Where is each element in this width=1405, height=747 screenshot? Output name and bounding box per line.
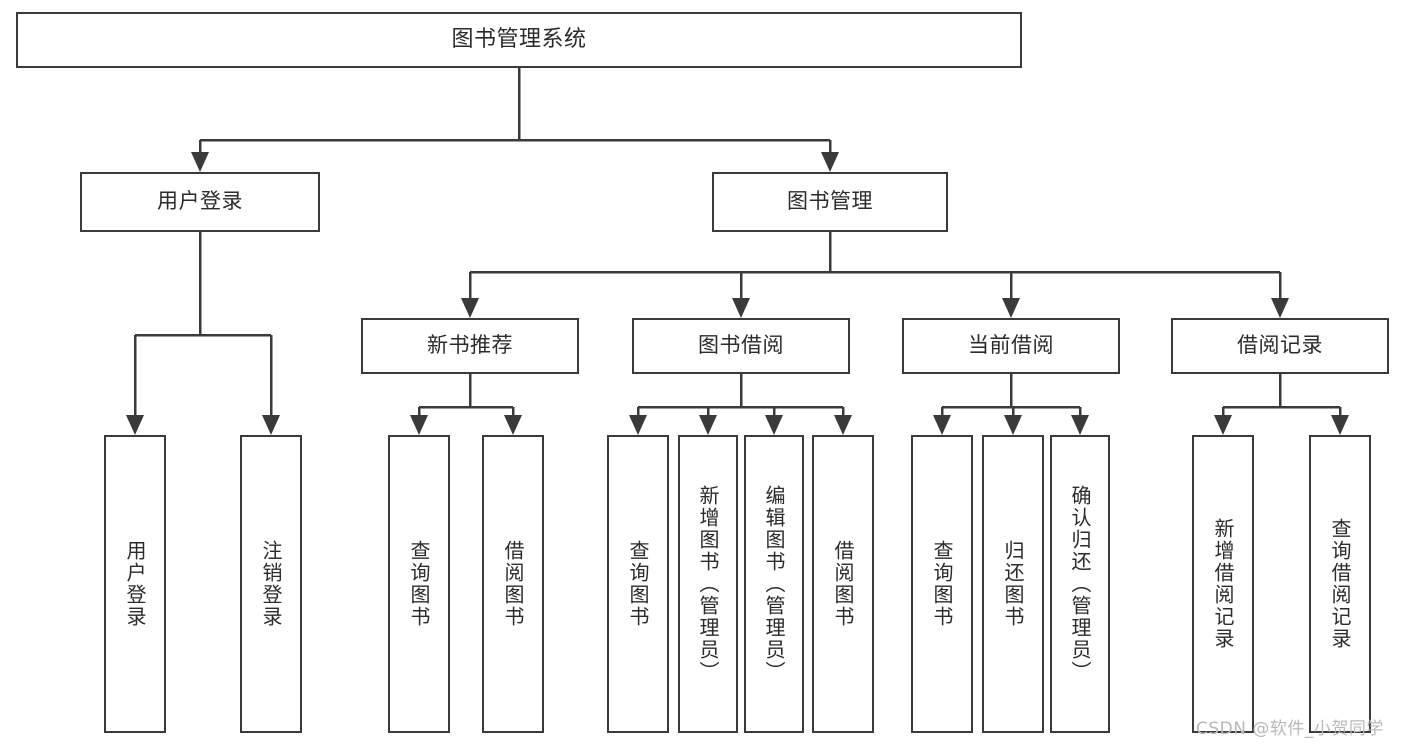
node-leaf3[interactable]: 查询图书 (388, 435, 450, 733)
node-leaf13[interactable]: 查询借阅记录 (1309, 435, 1371, 733)
node-label: 用户登录 (123, 540, 147, 628)
node-leaf2[interactable]: 注销登录 (240, 435, 302, 733)
node-label: 借阅记录 (1237, 333, 1323, 358)
node-label: 图书借阅 (698, 333, 784, 358)
node-leaf4[interactable]: 借阅图书 (482, 435, 544, 733)
node-label: 借阅图书 (831, 540, 855, 628)
node-label: 查询图书 (930, 540, 954, 628)
node-label: 当前借阅 (968, 333, 1054, 358)
node-leaf5[interactable]: 查询图书 (607, 435, 669, 733)
node-current[interactable]: 当前借阅 (902, 318, 1120, 374)
node-label: 图书管理 (787, 189, 873, 214)
node-leaf10[interactable]: 归还图书 (982, 435, 1044, 733)
node-leaf7[interactable]: 编辑图书（管理员） (744, 435, 804, 733)
node-leaf9[interactable]: 查询图书 (911, 435, 973, 733)
node-login[interactable]: 用户登录 (80, 172, 320, 232)
node-label: 新增图书（管理员） (696, 485, 720, 683)
node-bookmgmt[interactable]: 图书管理 (712, 172, 948, 232)
node-label: 确认归还（管理员） (1068, 485, 1092, 683)
node-label: 编辑图书（管理员） (762, 485, 786, 683)
node-label: 新增借阅记录 (1211, 518, 1235, 650)
node-borrow[interactable]: 图书借阅 (632, 318, 850, 374)
node-root[interactable]: 图书管理系统 (16, 12, 1022, 68)
node-records[interactable]: 借阅记录 (1171, 318, 1389, 374)
node-label: 查询借阅记录 (1328, 518, 1352, 650)
node-newbook[interactable]: 新书推荐 (361, 318, 579, 374)
node-leaf11[interactable]: 确认归还（管理员） (1050, 435, 1110, 733)
node-leaf12[interactable]: 新增借阅记录 (1192, 435, 1254, 733)
node-leaf8[interactable]: 借阅图书 (812, 435, 874, 733)
node-label: 新书推荐 (427, 333, 513, 358)
node-label: 图书管理系统 (451, 26, 587, 52)
node-label: 归还图书 (1001, 540, 1025, 628)
node-label: 查询图书 (407, 540, 431, 628)
node-label: 借阅图书 (501, 540, 525, 628)
node-label: 用户登录 (157, 189, 243, 214)
node-label: 查询图书 (626, 540, 650, 628)
node-leaf6[interactable]: 新增图书（管理员） (678, 435, 738, 733)
node-leaf1[interactable]: 用户登录 (104, 435, 166, 733)
node-label: 注销登录 (259, 540, 283, 628)
